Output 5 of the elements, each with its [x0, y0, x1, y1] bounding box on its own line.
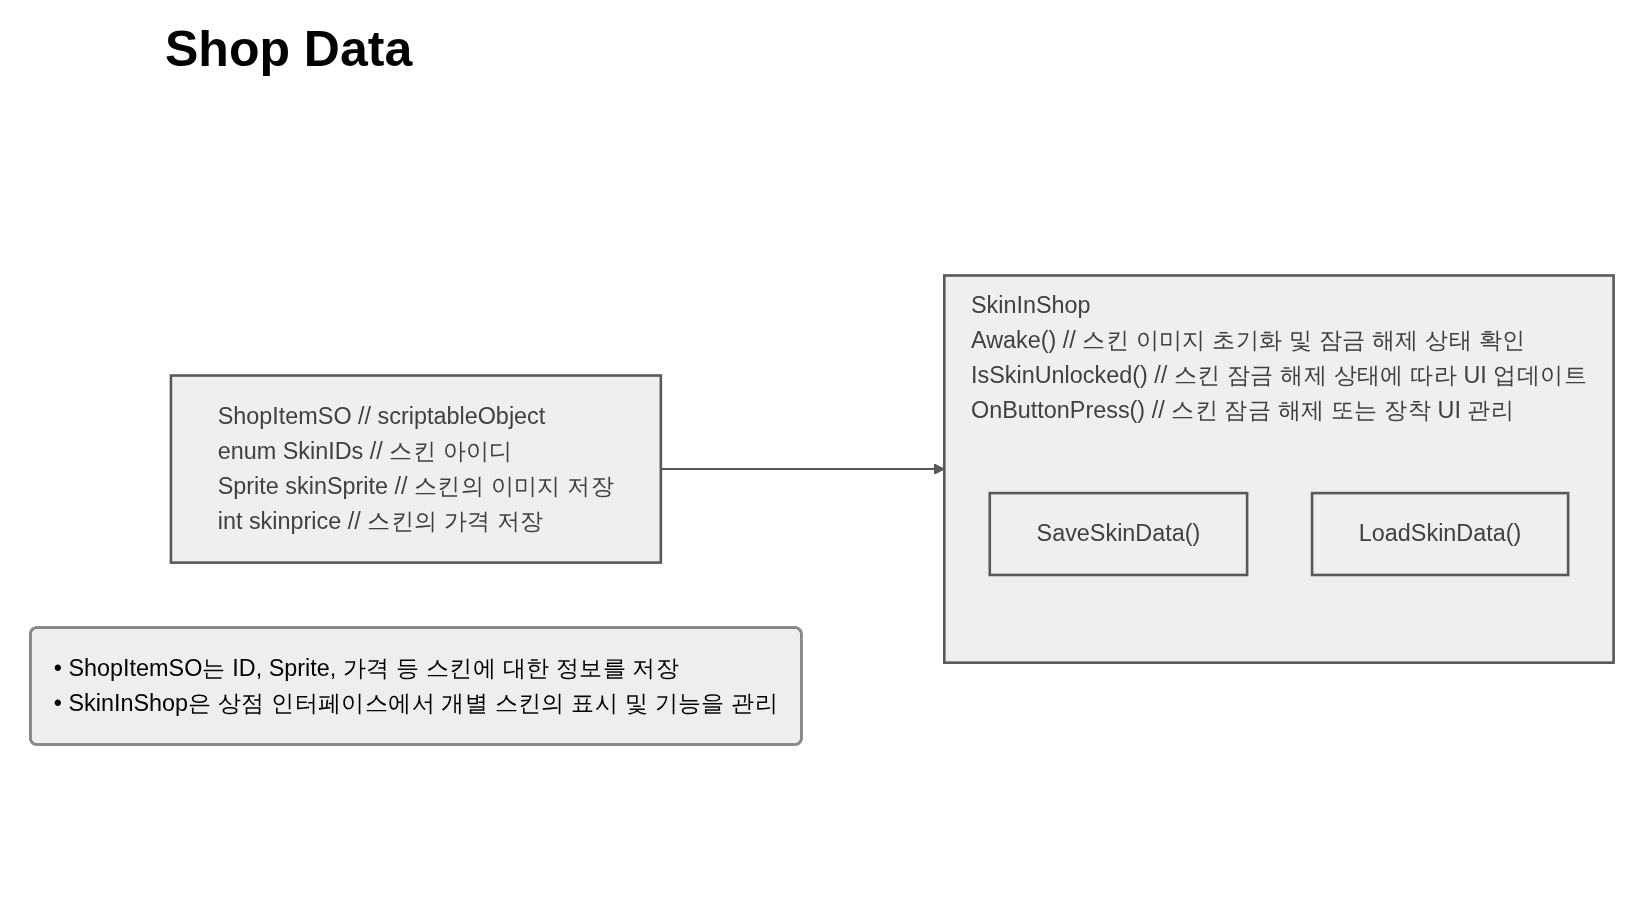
node-box: ShopItemSO // scriptableObject enum SkinIDs // 스킨 아이디 Sprite skinSprite // 스킨의 이미지 저장 int skinprice // 스킨의 가격 저장	[169, 374, 663, 564]
arrow	[660, 463, 945, 475]
node-box: SaveSkinData()	[988, 491, 1249, 577]
page-title: Shop Data	[165, 20, 413, 78]
node-box: LoadSkinData()	[1310, 491, 1570, 577]
